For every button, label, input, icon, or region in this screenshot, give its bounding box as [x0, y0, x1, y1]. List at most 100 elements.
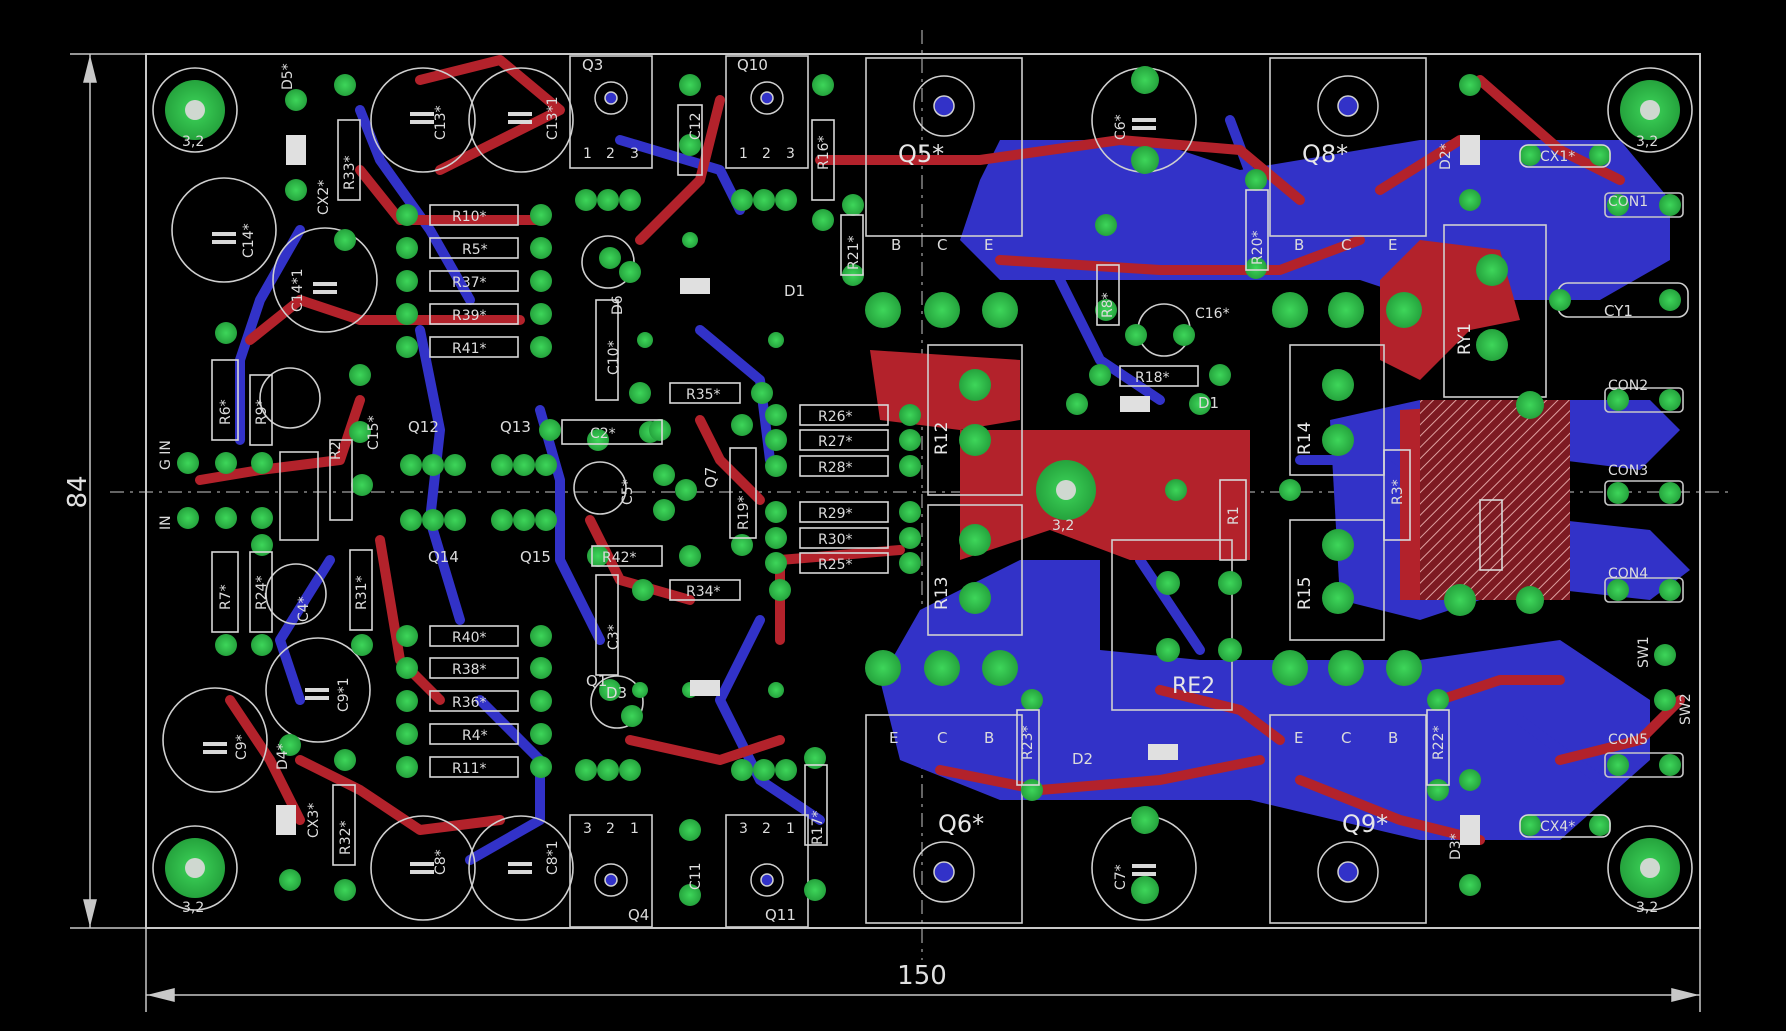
- label-R42: R42*: [602, 550, 637, 566]
- label-C15: C15*: [366, 415, 382, 450]
- small-pads: [177, 74, 1681, 906]
- label-CX1: CX1*: [1540, 149, 1575, 165]
- label-R41: R41*: [452, 341, 487, 357]
- label-D5: D5*: [280, 63, 296, 90]
- label-D3-left: D3: [606, 684, 627, 702]
- label-R10: R10*: [452, 209, 487, 225]
- pin-3-q3: 3: [630, 146, 639, 162]
- pin-1-q4: 1: [630, 821, 639, 837]
- label-R4: R4*: [462, 728, 488, 744]
- label-C5: C5*: [620, 479, 636, 505]
- label-R21: R21*: [846, 235, 862, 270]
- mount-hole-br: [1620, 838, 1680, 898]
- label-RE2: RE2: [1172, 674, 1215, 699]
- label-D3-right: D3*: [1448, 833, 1464, 860]
- mount-hole-tl: [165, 80, 225, 140]
- label-Q3: Q3: [582, 56, 603, 74]
- pin-1-q10: 1: [739, 146, 748, 162]
- label-Q7: Q7: [702, 467, 720, 488]
- label-CY1: CY1: [1604, 302, 1633, 320]
- label-R31: R31*: [354, 575, 370, 610]
- label-R17: R17*: [810, 810, 826, 845]
- label-C14-1: C14*1: [290, 269, 306, 313]
- label-R5: R5*: [462, 242, 488, 258]
- label-R13: R13: [932, 577, 952, 610]
- transistor-screw-holes: [594, 75, 1379, 903]
- mount-label-bl: 3,2: [182, 900, 204, 916]
- label-CX4: CX4*: [1540, 819, 1575, 835]
- label-C8-1: C8*1: [545, 840, 561, 875]
- label-C11: C11: [688, 862, 704, 890]
- pin-2-q11: 2: [762, 821, 771, 837]
- dimension-lines: [70, 53, 1701, 1012]
- label-CX3: CX3*: [306, 803, 322, 838]
- label-CON1: CON1: [1608, 194, 1648, 210]
- pin-2-q3: 2: [606, 146, 615, 162]
- mount-hole-bl: [165, 838, 225, 898]
- label-Q8: Q8*: [1302, 140, 1348, 168]
- label-R24: R24*: [254, 575, 270, 610]
- label-C13: C13*: [433, 105, 449, 140]
- label-CON3: CON3: [1608, 463, 1648, 479]
- pin-3-q4: 3: [583, 821, 592, 837]
- resistor-bodies: [211, 104, 1611, 866]
- label-C6: C6*: [1113, 114, 1129, 140]
- label-SW2: SW2: [1678, 693, 1694, 725]
- label-Q6: Q6*: [938, 810, 984, 838]
- pin-B-q5: B: [891, 236, 901, 254]
- silkscreen-labels: Q3 Q10 Q4 Q11 Q5* Q8* Q6* Q9* Q12 Q13 Q1…: [158, 56, 1694, 924]
- mount-label-tr: 3,2: [1636, 134, 1658, 150]
- label-R28: R28*: [818, 460, 853, 476]
- label-R26: R26*: [818, 409, 853, 425]
- mount-label-center: 3,2: [1052, 518, 1074, 534]
- label-IN: IN: [158, 515, 174, 530]
- label-R15: R15: [1295, 577, 1315, 610]
- label-R22: R22*: [1431, 725, 1447, 760]
- label-RY1: RY1: [1455, 323, 1475, 355]
- label-G-IN: G IN: [158, 440, 174, 470]
- component-bodies: [203, 112, 1480, 876]
- label-Q1: Q1: [586, 672, 607, 690]
- label-SW1: SW1: [1636, 636, 1652, 668]
- label-R9: R9*: [254, 399, 270, 425]
- pin-1-q11: 1: [786, 821, 795, 837]
- label-R29: R29*: [818, 506, 853, 522]
- label-R20: R20*: [1250, 230, 1266, 265]
- label-D2-bottom: D2: [1072, 750, 1093, 768]
- pin-B-q8: B: [1294, 236, 1304, 254]
- label-Q15: Q15: [520, 548, 551, 566]
- label-CON5: CON5: [1608, 732, 1648, 748]
- label-C10: C10*: [606, 340, 622, 375]
- pin-3-q10: 3: [786, 146, 795, 162]
- pin-2-q4: 2: [606, 821, 615, 837]
- label-R39: R39*: [452, 308, 487, 324]
- large-pads: [865, 66, 1544, 904]
- label-R37: R37*: [452, 275, 487, 291]
- label-D2-top: D2*: [1438, 143, 1454, 170]
- mount-hole-tr: [1620, 80, 1680, 140]
- label-R19: R19*: [736, 495, 752, 530]
- label-C9-1: C9*1: [336, 677, 352, 712]
- label-C8: C8*: [433, 849, 449, 875]
- dimension-height-label: 84: [63, 475, 93, 508]
- label-C13-1: C13*1: [545, 97, 561, 141]
- label-R38: R38*: [452, 662, 487, 678]
- label-R40: R40*: [452, 630, 487, 646]
- label-R3: R3*: [1390, 479, 1406, 505]
- label-C9: C9*: [234, 734, 250, 760]
- label-Q11: Q11: [765, 906, 796, 924]
- label-Q14: Q14: [428, 548, 459, 566]
- label-R33: R33*: [342, 155, 358, 190]
- mount-label-br: 3,2: [1636, 900, 1658, 916]
- label-R27: R27*: [818, 434, 853, 450]
- label-R32: R32*: [338, 820, 354, 855]
- pin-E-q9: E: [1294, 729, 1303, 747]
- label-CX2: CX2*: [316, 180, 332, 215]
- mount-label-tl: 3,2: [182, 134, 204, 150]
- mount-hole-center: [1036, 460, 1096, 520]
- label-Q12: Q12: [408, 418, 439, 436]
- label-Q5: Q5*: [898, 140, 944, 168]
- label-C2: C2*: [590, 426, 616, 442]
- pin-E-q6: E: [889, 729, 898, 747]
- pin-3-q11: 3: [739, 821, 748, 837]
